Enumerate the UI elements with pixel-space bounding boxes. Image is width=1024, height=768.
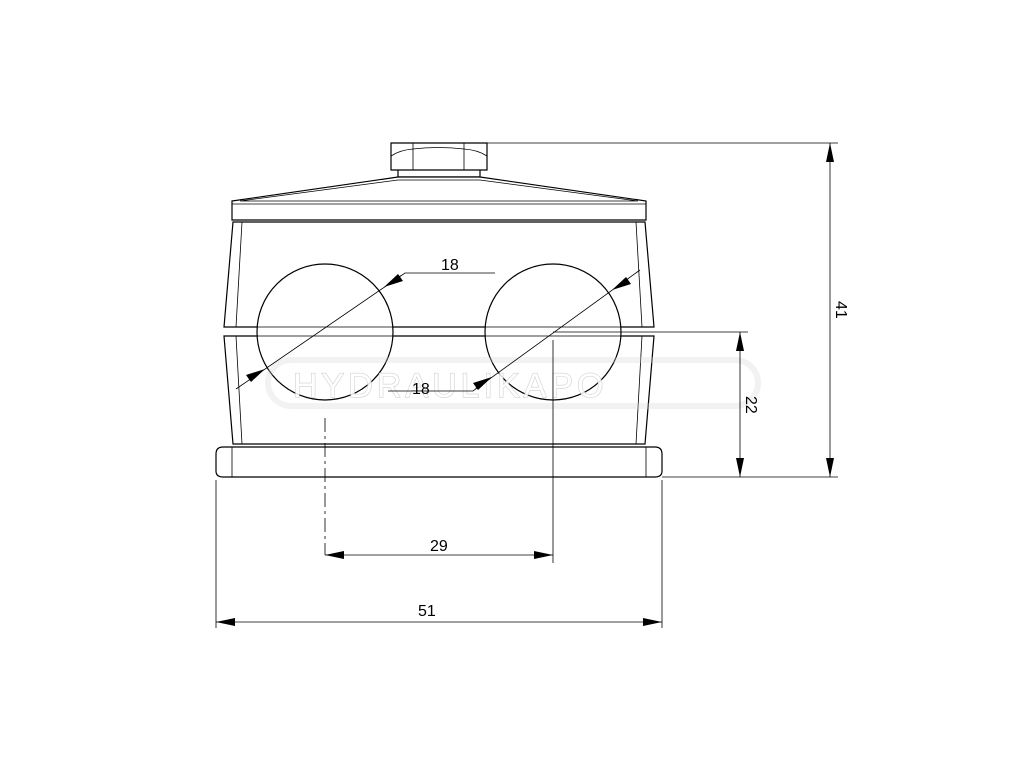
dimension-left-diameter: 18	[235, 257, 495, 390]
dimension-29-label: 29	[430, 538, 448, 555]
watermark: HYDRAULIKAPO	[265, 357, 761, 409]
dimension-right-diameter: 18	[388, 269, 641, 398]
dimension-base-width: 51	[216, 603, 662, 626]
dimension-base-to-center: 22	[736, 332, 759, 477]
dimension-18-left-label: 18	[441, 257, 459, 274]
extension-lines	[215, 142, 838, 628]
dimension-51-label: 51	[418, 603, 436, 620]
parting-line	[224, 326, 654, 337]
dimension-hole-spacing: 29	[325, 538, 553, 559]
watermark-text: HYDRAULIKAPO	[293, 367, 607, 405]
dimension-41-label: 41	[832, 301, 849, 319]
cover-plate	[231, 176, 647, 221]
dimension-18-right-label: 18	[412, 381, 430, 398]
dimension-22-label: 22	[742, 396, 759, 414]
dimension-overall-height: 41	[826, 143, 849, 477]
base-plate	[215, 446, 663, 478]
left-bore-hole	[256, 263, 394, 401]
centerlines	[324, 331, 748, 563]
bolt-head	[390, 142, 488, 178]
